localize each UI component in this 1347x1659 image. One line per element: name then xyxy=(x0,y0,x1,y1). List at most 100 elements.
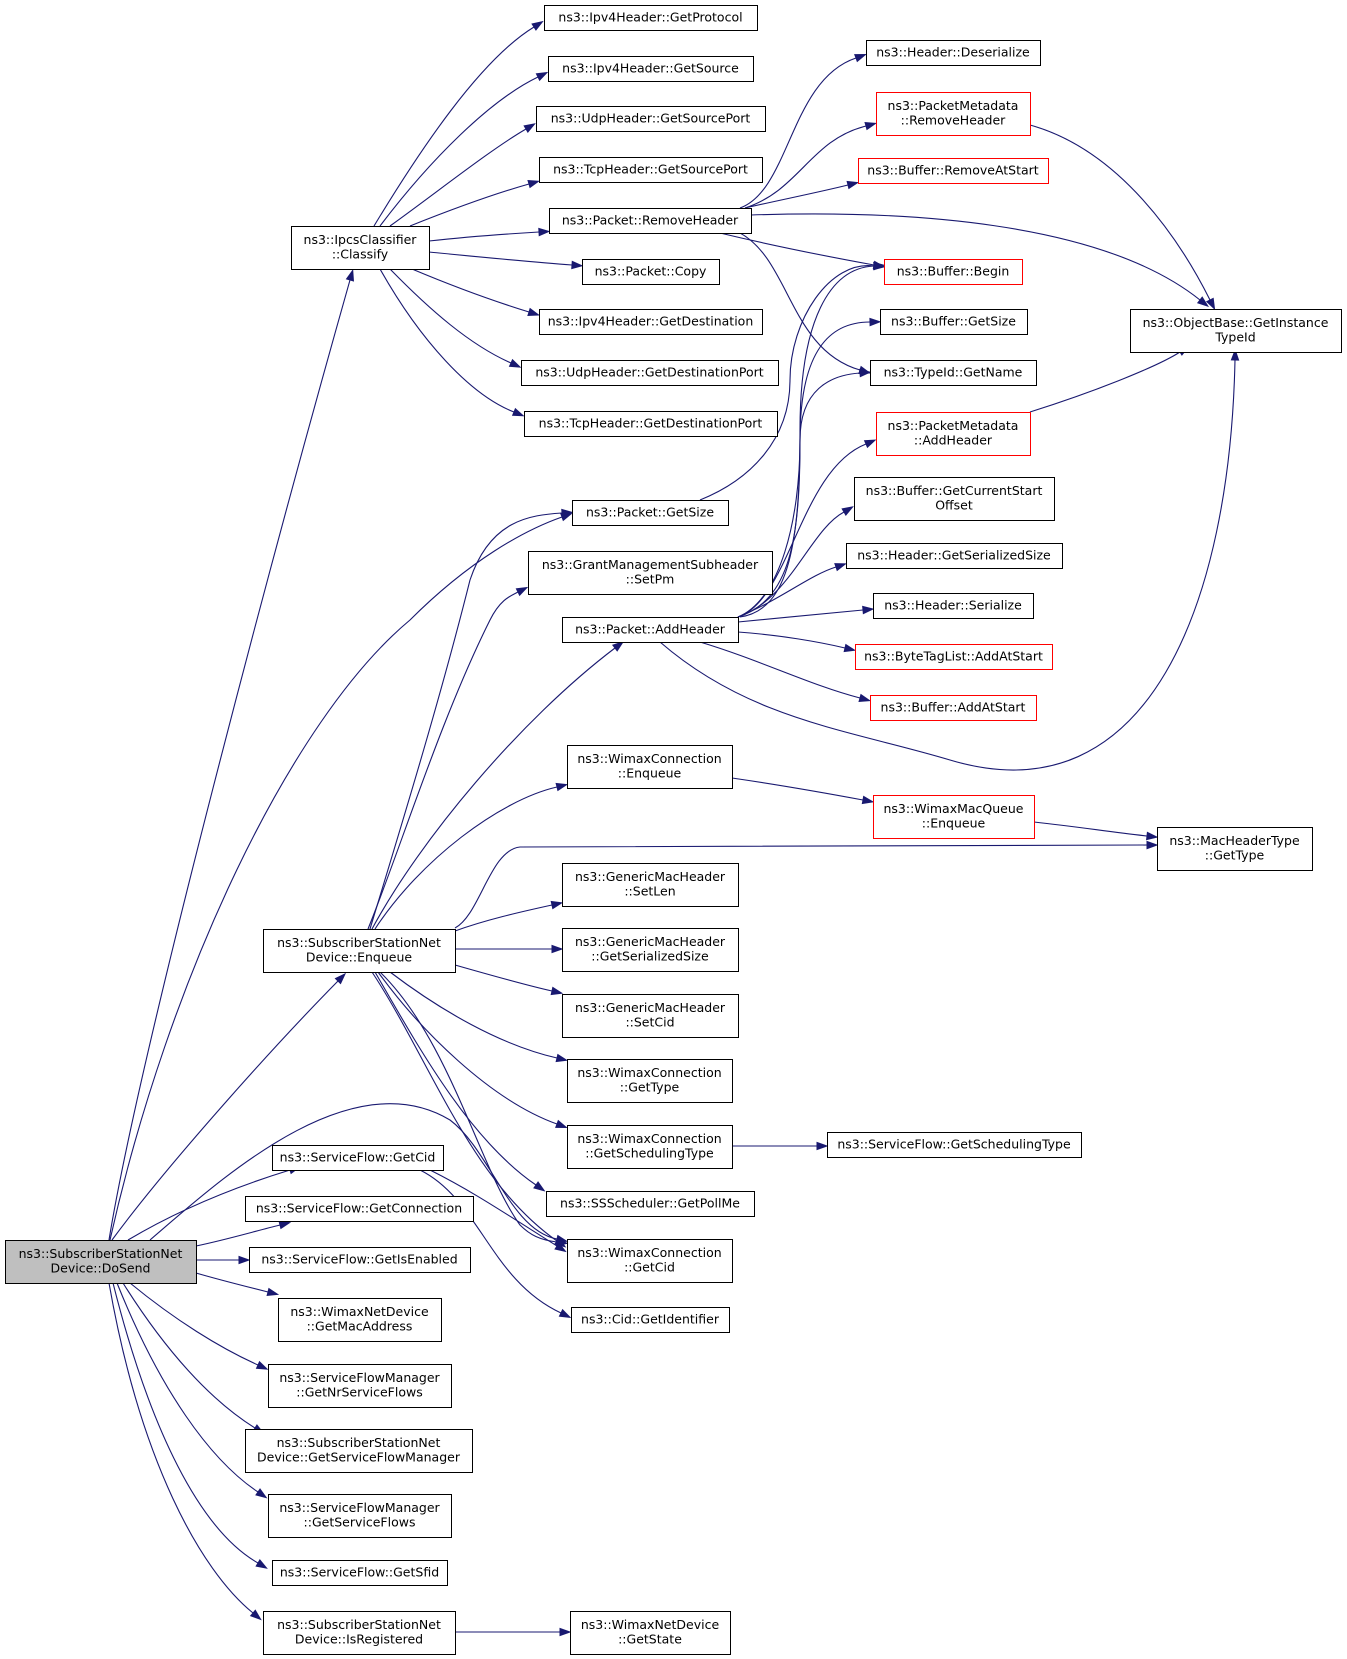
node-label: ns3::WimaxMacQueue xyxy=(884,801,1024,816)
function-node-machdrgettype[interactable]: ns3::MacHeaderType::GetType xyxy=(1157,827,1313,871)
node-label: ns3::Packet::GetSize xyxy=(586,504,714,519)
function-node-wndgetstate[interactable]: ns3::WimaxNetDevice::GetState xyxy=(570,1611,731,1655)
node-label: ns3::SubscriberStationNet xyxy=(277,1435,441,1450)
function-node-pktremove[interactable]: ns3::Packet::RemoveHeader xyxy=(549,208,752,234)
node-label: ns3::TcpHeader::GetSourcePort xyxy=(553,161,748,176)
function-node-hdrdeser[interactable]: ns3::Header::Deserialize xyxy=(866,40,1041,66)
function-node-cidgetid[interactable]: ns3::Cid::GetIdentifier xyxy=(571,1307,730,1333)
node-label: ns3::Buffer::GetCurrentStart xyxy=(866,483,1043,498)
function-node-typeidname[interactable]: ns3::TypeId::GetName xyxy=(870,360,1037,386)
call-edge-classify-to-tcpsrc xyxy=(409,179,541,227)
node-label: ns3::Header::Deserialize xyxy=(876,44,1030,59)
function-node-pktcopy[interactable]: ns3::Packet::Copy xyxy=(582,259,720,285)
call-edge-dosend-to-sfgetisenabled xyxy=(196,1255,251,1265)
function-node-classify[interactable]: ns3::IpcsClassifier::Classify xyxy=(291,226,430,270)
node-label: Device::GetServiceFlowManager xyxy=(257,1450,461,1465)
call-edge-dosend-to-getsfid xyxy=(112,1282,268,1569)
call-edge-dosend-to-classify xyxy=(108,268,355,1241)
call-edges xyxy=(108,20,1240,1637)
call-edge-ssenqueue-to-machdrgettype xyxy=(454,840,1159,929)
node-label: ns3::TcpHeader::GetDestinationPort xyxy=(539,415,763,430)
function-node-ipv4src[interactable]: ns3::Ipv4Header::GetSource xyxy=(548,56,754,82)
function-node-bufremove[interactable]: ns3::Buffer::RemoveAtStart xyxy=(858,158,1049,184)
call-edge-pktadd-to-bufadd xyxy=(699,641,872,703)
function-node-udpsrc[interactable]: ns3::UdpHeader::GetSourcePort xyxy=(536,106,766,132)
function-node-hdrser[interactable]: ns3::Header::Serialize xyxy=(873,593,1034,619)
function-node-getsfm[interactable]: ns3::SubscriberStationNetDevice::GetServ… xyxy=(245,1429,473,1473)
function-node-wmqenqueue[interactable]: ns3::WimaxMacQueue::Enqueue xyxy=(873,795,1035,839)
node-label: ns3::UdpHeader::GetDestinationPort xyxy=(535,364,763,379)
function-node-ipv4dst[interactable]: ns3::Ipv4Header::GetDestination xyxy=(539,309,763,335)
function-node-gmhsetcid[interactable]: ns3::GenericMacHeader::SetCid xyxy=(562,994,739,1038)
function-node-pmremove[interactable]: ns3::PacketMetadata::RemoveHeader xyxy=(876,92,1031,136)
function-node-hdrgetss[interactable]: ns3::Header::GetSerializedSize xyxy=(846,543,1063,569)
function-node-pmadd[interactable]: ns3::PacketMetadata::AddHeader xyxy=(876,412,1031,456)
call-edge-classify-to-ipv4src xyxy=(379,71,549,227)
function-node-isreg[interactable]: ns3::SubscriberStationNetDevice::IsRegis… xyxy=(263,1611,456,1655)
node-label: ::RemoveHeader xyxy=(901,113,1007,128)
call-edge-dosend-to-getsfs xyxy=(116,1282,268,1499)
call-edge-classify-to-tcpdst xyxy=(379,268,525,417)
node-label: ns3::GrantManagementSubheader xyxy=(542,557,759,572)
node-label: ns3::TypeId::GetName xyxy=(884,364,1023,379)
node-label: ns3::GenericMacHeader xyxy=(575,934,726,949)
call-edge-classify-to-pktcopy xyxy=(428,251,584,270)
function-node-setpm[interactable]: ns3::GrantManagementSubheader::SetPm xyxy=(528,551,773,595)
function-node-svcgetsched[interactable]: ns3::ServiceFlow::GetSchedulingType xyxy=(827,1132,1082,1158)
call-edge-ssenqueue-to-gmhsetcid xyxy=(454,964,564,996)
node-label: ::GetType xyxy=(1205,848,1265,863)
node-label: ::GetType xyxy=(620,1080,680,1095)
call-edge-dosend-to-getmac xyxy=(195,1272,280,1297)
function-node-tcpdst[interactable]: ns3::TcpHeader::GetDestinationPort xyxy=(524,411,778,437)
function-node-getsfs[interactable]: ns3::ServiceFlowManager::GetServiceFlows xyxy=(268,1494,452,1538)
function-node-bufbegin[interactable]: ns3::Buffer::Begin xyxy=(884,259,1023,285)
function-node-wcgetcid[interactable]: ns3::WimaxConnection::GetCid xyxy=(567,1239,733,1283)
node-label: ns3::Buffer::AddAtStart xyxy=(881,699,1026,714)
node-label: ns3::Buffer::GetSize xyxy=(891,313,1016,328)
function-node-wcgetsched[interactable]: ns3::WimaxConnection::GetSchedulingType xyxy=(567,1125,733,1169)
node-label: ::GetSchedulingType xyxy=(585,1146,714,1161)
function-node-pktgetsize[interactable]: ns3::Packet::GetSize xyxy=(572,500,729,526)
function-node-sfgetcid[interactable]: ns3::ServiceFlow::GetCid xyxy=(272,1145,444,1171)
function-node-gmhsetlen[interactable]: ns3::GenericMacHeader::SetLen xyxy=(562,863,739,907)
function-node-udpdst[interactable]: ns3::UdpHeader::GetDestinationPort xyxy=(521,360,779,386)
function-node-pktadd[interactable]: ns3::Packet::AddHeader xyxy=(562,617,739,643)
node-label: ns3::ServiceFlow::GetConnection xyxy=(256,1200,462,1215)
call-edge-dosend-to-sfgetconn xyxy=(195,1220,292,1247)
function-node-sfgetisenabled[interactable]: ns3::ServiceFlow::GetIsEnabled xyxy=(249,1247,471,1273)
function-node-tcpsrc[interactable]: ns3::TcpHeader::GetSourcePort xyxy=(539,157,763,183)
node-label: ns3::Header::Serialize xyxy=(884,597,1022,612)
function-node-sfgetconn[interactable]: ns3::ServiceFlow::GetConnection xyxy=(245,1196,474,1222)
node-label: ns3::Header::GetSerializedSize xyxy=(857,547,1051,562)
function-node-bufadd[interactable]: ns3::Buffer::AddAtStart xyxy=(870,695,1037,721)
function-node-bufgetsize[interactable]: ns3::Buffer::GetSize xyxy=(880,309,1028,335)
function-node-wcenqueue[interactable]: ns3::WimaxConnection::Enqueue xyxy=(567,745,733,789)
node-label: ns3::MacHeaderType xyxy=(1169,833,1300,848)
node-label: ::Classify xyxy=(332,247,389,262)
node-label: ::Enqueue xyxy=(618,766,682,781)
call-edge-pktadd-to-objgettid xyxy=(659,348,1240,771)
call-edge-ssenqueue-to-pktadd xyxy=(371,641,625,930)
node-label: ns3::Ipv4Header::GetProtocol xyxy=(558,9,742,24)
function-node-wcgettype[interactable]: ns3::WimaxConnection::GetType xyxy=(567,1059,733,1103)
node-label: ns3::ServiceFlow::GetSchedulingType xyxy=(837,1136,1071,1151)
node-label: ns3::PacketMetadata xyxy=(888,418,1019,433)
function-node-getmac[interactable]: ns3::WimaxNetDevice::GetMacAddress xyxy=(278,1298,442,1342)
call-edge-dosend-to-pktgetsize xyxy=(109,513,573,1241)
function-node-gmhgetss[interactable]: ns3::GenericMacHeader::GetSerializedSize xyxy=(562,928,739,972)
node-label: ns3::SubscriberStationNet xyxy=(277,1617,441,1632)
function-node-getsfid[interactable]: ns3::ServiceFlow::GetSfid xyxy=(272,1560,448,1586)
node-label: TypeId xyxy=(1214,330,1255,345)
node-label: ::Enqueue xyxy=(922,816,986,831)
function-node-sspollme[interactable]: ns3::SSScheduler::GetPollMe xyxy=(546,1191,755,1217)
node-label: ns3::ServiceFlowManager xyxy=(279,1500,440,1515)
function-node-ipv4proto[interactable]: ns3::Ipv4Header::GetProtocol xyxy=(544,5,758,31)
node-label: ns3::Packet::AddHeader xyxy=(575,621,726,636)
function-node-btladd[interactable]: ns3::ByteTagList::AddAtStart xyxy=(855,644,1053,670)
function-node-getnrsf[interactable]: ns3::ServiceFlowManager::GetNrServiceFlo… xyxy=(268,1364,452,1408)
call-edge-pmadd-to-objgettid xyxy=(1029,345,1190,413)
node-label: ns3::WimaxConnection xyxy=(577,1131,721,1146)
